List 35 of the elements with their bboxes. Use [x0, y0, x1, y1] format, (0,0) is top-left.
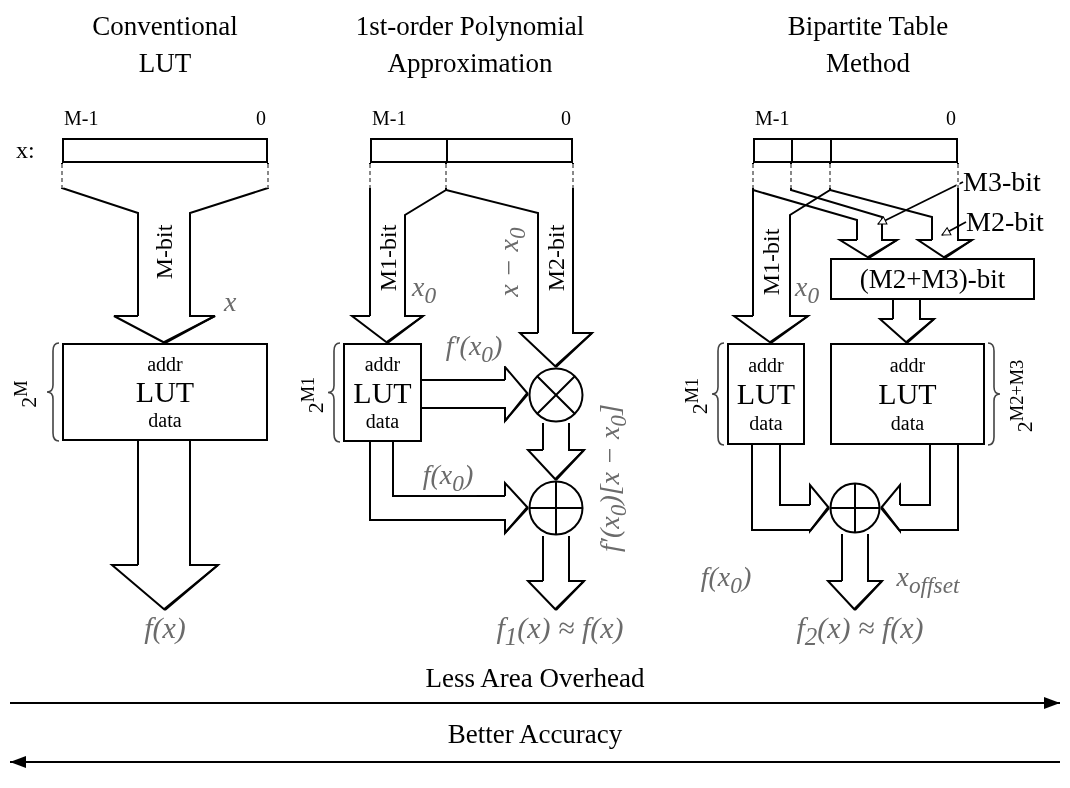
column-heading: 1st-order Polynomial Approximation: [354, 10, 586, 81]
bit-index-label: M-1: [372, 108, 407, 128]
table-label: LUT: [736, 379, 796, 409]
bit-index-label: M-1: [755, 108, 790, 128]
bit-width-label: M3-bit: [963, 165, 1067, 199]
port-label: addr: [748, 354, 784, 375]
table-label: LUT: [353, 377, 412, 408]
column-heading: Bipartite Table Method: [786, 10, 950, 81]
signal-label: x: [224, 287, 237, 318]
port-label: data: [365, 411, 400, 431]
port-label: addr: [889, 354, 926, 375]
column-heading: Conventional LUT: [91, 10, 239, 81]
bit-index-label: 0: [946, 108, 956, 128]
table-label: LUT: [878, 379, 937, 409]
leader-line: [877, 181, 964, 225]
signal-label: x$_{0}$: [412, 272, 437, 309]
leader-line: [941, 221, 967, 236]
axis-label: Better Accuracy: [446, 718, 624, 751]
signal-label: x$_{0}$: [795, 272, 820, 309]
port-label: data: [890, 413, 925, 434]
bit-index-label: M-1: [64, 108, 99, 128]
port-label: data: [749, 413, 783, 434]
bit-index-label: 0: [561, 108, 571, 128]
bit-index-label: 0: [256, 108, 266, 128]
process-box: (M2+M3)-bit: [830, 258, 1035, 300]
port-label: data: [148, 410, 182, 431]
table-label: LUT: [135, 377, 195, 407]
input-label: x:: [16, 137, 35, 164]
axis-label: Less Area Overhead: [424, 662, 646, 695]
port-label: addr: [147, 353, 183, 374]
output-label: f$_{1}$(x) ≈ f(x): [425, 610, 695, 652]
output-label: f(x): [95, 610, 235, 652]
port-label: addr: [364, 354, 401, 374]
output-label: f$_{2}$(x) ≈ f(x): [730, 610, 990, 652]
bit-width-label: M2-bit: [966, 205, 1067, 239]
